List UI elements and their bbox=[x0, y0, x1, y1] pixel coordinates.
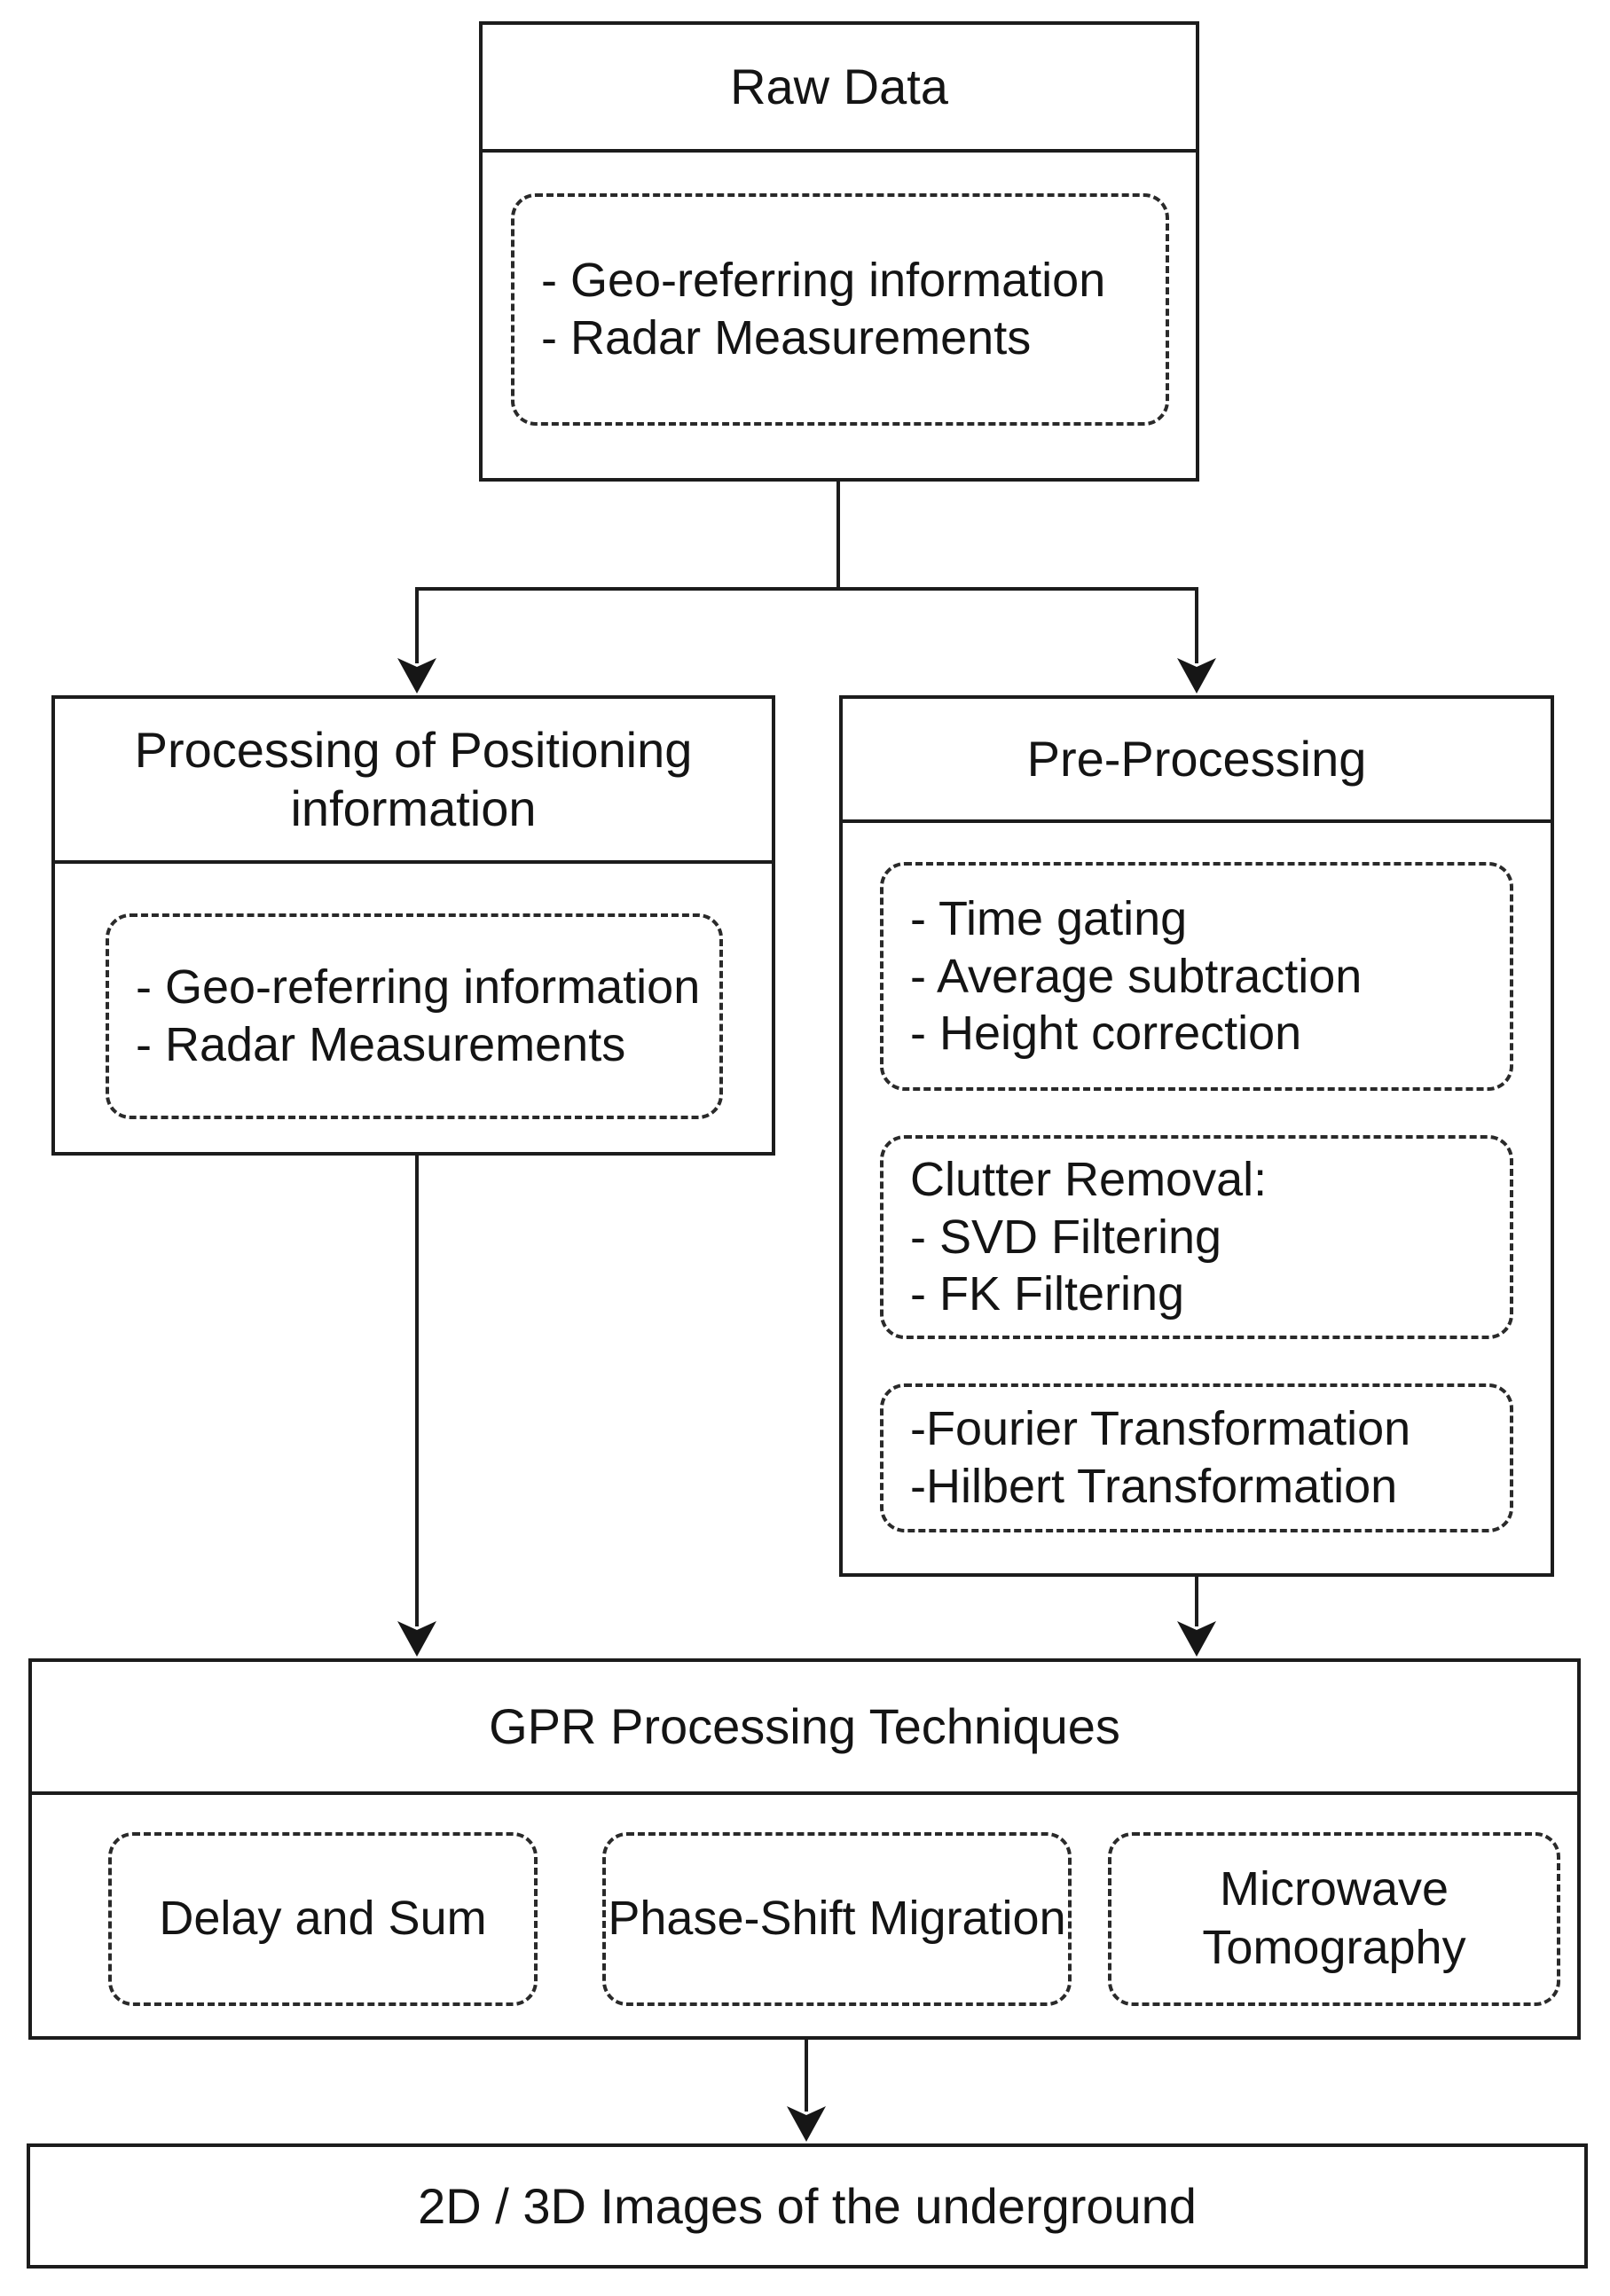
list-item: - Height correction bbox=[910, 1007, 1302, 1061]
preprocessing-group-basic: - Time gating - Average subtraction - He… bbox=[880, 862, 1513, 1091]
arrowhead-down-icon bbox=[1177, 658, 1216, 694]
gpr-header: GPR Processing Techniques bbox=[32, 1662, 1577, 1795]
preprocessing-title: Pre-Processing bbox=[1026, 730, 1367, 787]
list-item: - FK Filtering bbox=[910, 1267, 1185, 1321]
raw-data-items-box: - Geo-referring information - Radar Meas… bbox=[511, 193, 1169, 426]
node-output-images: 2D / 3D Images of the underground bbox=[27, 2143, 1588, 2269]
raw-data-title: Raw Data bbox=[730, 58, 948, 114]
positioning-items-box: - Geo-referring information - Radar Meas… bbox=[106, 913, 723, 1119]
output-title: 2D / 3D Images of the underground bbox=[418, 2178, 1197, 2234]
node-gpr-techniques: GPR Processing Techniques Delay and Sum … bbox=[28, 1658, 1581, 2040]
technique-microwave-tomography: Microwave Tomography bbox=[1108, 1832, 1560, 2006]
technique-label: Phase-Shift Migration bbox=[608, 1892, 1066, 1946]
list-item: - Geo-referring information bbox=[136, 960, 701, 1015]
list-item: - SVD Filtering bbox=[910, 1210, 1222, 1264]
arrowhead-down-icon bbox=[397, 658, 436, 694]
list-item: - Radar Measurements bbox=[541, 311, 1032, 364]
positioning-body: - Geo-referring information - Radar Meas… bbox=[55, 913, 772, 1119]
technique-label: Microwave Tomography bbox=[1202, 1862, 1466, 1974]
preprocessing-group-clutter: Clutter Removal: - SVD Filtering - FK Fi… bbox=[880, 1135, 1513, 1339]
list-item: - Average subtraction bbox=[910, 949, 1363, 1003]
positioning-header: Processing of Positioning information bbox=[55, 699, 772, 864]
list-item: -Hilbert Transformation bbox=[910, 1460, 1398, 1513]
arrowhead-down-icon bbox=[1177, 1621, 1216, 1657]
technique-label: Delay and Sum bbox=[159, 1892, 487, 1946]
list-item: - Time gating bbox=[910, 891, 1188, 945]
raw-data-body: - Geo-referring information - Radar Meas… bbox=[483, 193, 1196, 426]
raw-data-header: Raw Data bbox=[483, 25, 1196, 153]
technique-delay-and-sum: Delay and Sum bbox=[108, 1832, 538, 2006]
preprocessing-body: - Time gating - Average subtraction - He… bbox=[843, 823, 1551, 1532]
list-item: - Radar Measurements bbox=[136, 1018, 626, 1071]
preprocessing-group-transforms: -Fourier Transformation -Hilbert Transfo… bbox=[880, 1383, 1513, 1532]
gpr-body: Delay and Sum Phase-Shift Migration Micr… bbox=[32, 1795, 1577, 2006]
node-raw-data: Raw Data - Geo-referring information - R… bbox=[479, 21, 1199, 482]
preprocessing-header: Pre-Processing bbox=[843, 699, 1551, 823]
arrowhead-down-icon bbox=[397, 1621, 436, 1657]
list-item: -Fourier Transformation bbox=[910, 1402, 1411, 1456]
technique-phase-shift-migration: Phase-Shift Migration bbox=[602, 1832, 1072, 2006]
list-item: Clutter Removal: bbox=[910, 1152, 1268, 1206]
node-positioning: Processing of Positioning information - … bbox=[51, 695, 775, 1156]
list-item: - Geo-referring information bbox=[541, 254, 1106, 308]
gpr-title: GPR Processing Techniques bbox=[489, 1697, 1120, 1754]
positioning-title: Processing of Positioning information bbox=[134, 721, 693, 836]
arrowhead-down-icon bbox=[787, 2106, 826, 2142]
node-preprocessing: Pre-Processing - Time gating - Average s… bbox=[839, 695, 1554, 1577]
